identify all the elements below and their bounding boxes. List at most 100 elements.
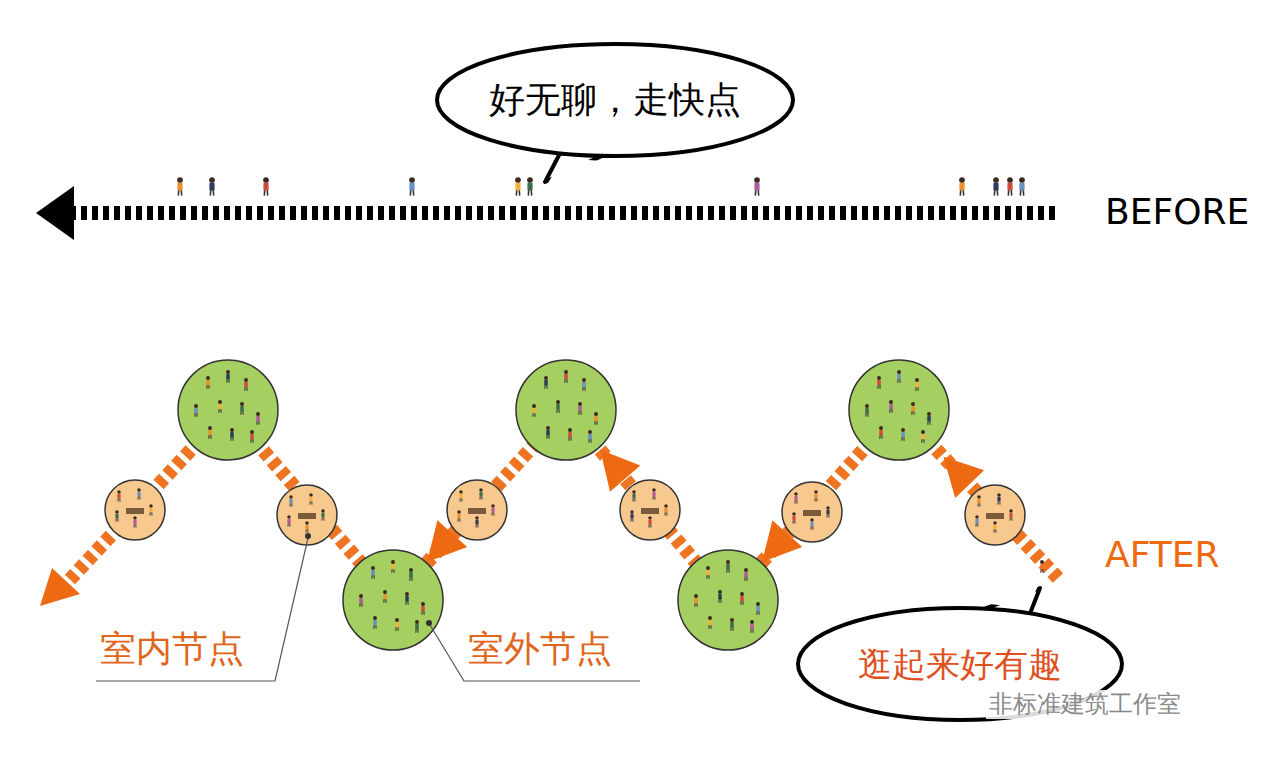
person-leg <box>728 569 729 573</box>
person-head <box>256 412 260 416</box>
person-body <box>1009 513 1012 518</box>
person-head <box>206 376 210 380</box>
person-leg <box>929 421 930 425</box>
person-leg <box>413 190 415 195</box>
person-leg <box>196 413 197 417</box>
person-leg <box>548 435 549 439</box>
person-leg <box>305 529 306 532</box>
person-body <box>240 406 244 411</box>
person-leg <box>119 498 120 501</box>
person-head <box>814 490 818 494</box>
person-head <box>240 402 244 406</box>
person-head <box>395 618 399 622</box>
person-head <box>877 376 881 380</box>
person-body <box>479 492 482 497</box>
person-leg <box>654 496 655 499</box>
person-body <box>750 624 754 629</box>
person-leg <box>405 601 406 605</box>
outdoor-node <box>343 550 443 650</box>
person-body <box>814 494 817 499</box>
person-leg <box>664 512 665 515</box>
person-head <box>564 370 568 374</box>
person-body <box>459 494 462 499</box>
person-leg <box>979 503 980 506</box>
person-leg <box>1009 517 1010 520</box>
person-body <box>730 622 734 627</box>
person-head <box>889 400 893 404</box>
person-body <box>395 622 399 627</box>
person-leg <box>556 409 557 413</box>
person-head <box>915 378 919 382</box>
person-leg <box>309 501 310 504</box>
leader-line <box>96 538 308 681</box>
person-body <box>826 510 829 515</box>
person-body <box>927 416 931 421</box>
person-leg <box>323 517 324 520</box>
person-head <box>993 521 997 525</box>
person-leg <box>826 514 827 517</box>
person-leg <box>997 190 999 195</box>
person-leg <box>395 627 396 631</box>
person-head <box>993 177 999 183</box>
person-leg <box>742 601 743 605</box>
person-head <box>927 412 931 416</box>
person-leg <box>899 379 900 383</box>
person-head <box>911 402 915 406</box>
person-body <box>754 183 759 191</box>
person-body <box>810 522 813 527</box>
person-head <box>149 504 153 508</box>
person-head <box>475 516 479 520</box>
person-leg <box>999 501 1000 504</box>
person-leg <box>178 190 180 195</box>
person-head <box>218 400 222 404</box>
person-body <box>594 416 598 421</box>
person-body <box>371 570 375 575</box>
person-leg <box>516 190 518 195</box>
person-body <box>706 570 710 575</box>
person-body <box>726 564 730 569</box>
person-body <box>409 183 414 191</box>
person-leg <box>879 435 880 439</box>
person-leg <box>391 569 392 573</box>
person-leg <box>812 526 813 529</box>
person-body <box>630 514 633 519</box>
person-body <box>309 497 312 502</box>
person-leg <box>461 498 462 501</box>
person-leg <box>1011 190 1013 195</box>
person-leg <box>1020 190 1022 195</box>
person-leg <box>137 496 138 499</box>
person-leg <box>459 518 460 521</box>
person-leg <box>879 385 880 389</box>
person-body <box>409 572 413 577</box>
person-leg <box>528 190 530 195</box>
person-leg <box>816 498 817 501</box>
person-body <box>546 430 550 435</box>
table <box>803 510 821 516</box>
person-body <box>289 499 292 504</box>
person-leg <box>375 625 376 629</box>
person-body <box>997 497 1000 502</box>
person-leg <box>720 599 721 603</box>
person-leg <box>289 503 290 506</box>
person-head <box>865 404 869 408</box>
bubble-ellipse <box>437 44 793 156</box>
person-head <box>263 177 269 183</box>
person-leg <box>963 190 965 195</box>
person-leg <box>889 409 890 413</box>
outdoor-node <box>178 360 278 460</box>
person-head <box>959 177 965 183</box>
person-leg <box>710 625 711 629</box>
person-leg <box>648 524 649 527</box>
state-label: BEFORE <box>1105 190 1249 233</box>
person-body <box>993 525 996 530</box>
person-leg <box>213 190 215 195</box>
person-leg <box>459 498 460 501</box>
person-head <box>708 616 712 620</box>
person-leg <box>519 190 521 195</box>
person-head <box>373 616 377 620</box>
person-leg <box>975 523 976 526</box>
person-leg <box>810 526 811 529</box>
person-leg <box>477 524 478 527</box>
person-head <box>226 370 230 374</box>
callout-label: 室外节点 <box>468 627 612 670</box>
